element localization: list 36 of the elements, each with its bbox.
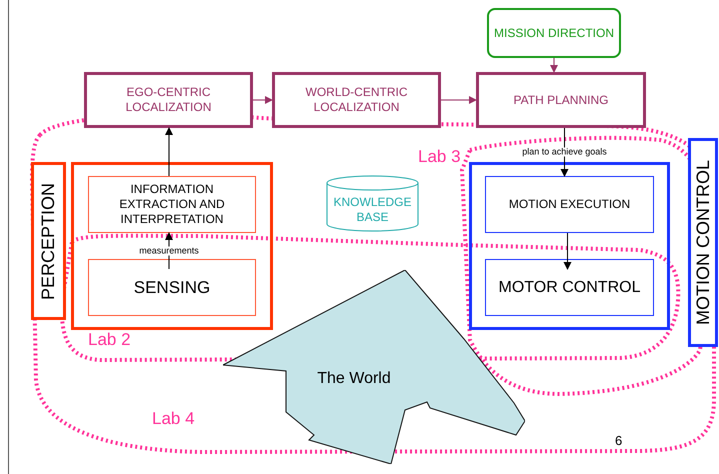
box-label: EGO-CENTRIC LOCALIZATION [124, 85, 212, 115]
edge-label: plan to achieve goals [521, 148, 608, 156]
process-box [84, 72, 253, 128]
process-box [485, 259, 654, 316]
process-box [485, 176, 654, 233]
lab-label: Lab 3 [418, 148, 461, 165]
box-label: The World [316, 369, 392, 389]
process-box [487, 8, 621, 58]
group-box [469, 162, 670, 330]
arrow [550, 58, 558, 73]
box-label: PERCEPTION [37, 182, 59, 300]
arrow [564, 232, 572, 270]
box-label: MISSION DIRECTION [492, 26, 615, 40]
vertical-label-box [688, 138, 718, 347]
edge-label: measurements [138, 246, 200, 256]
process-box [88, 259, 256, 316]
box-label: MOTION CONTROL [692, 160, 714, 325]
group-box [71, 162, 273, 330]
process-box [476, 72, 646, 128]
arrow [165, 127, 173, 176]
box-label: MOTION EXECUTION [508, 197, 632, 212]
vertical-label-box [31, 162, 66, 320]
box-label: KNOWLEDGE BASE [332, 194, 412, 224]
box-label: WORLD-CENTRIC LOCALIZATION [304, 85, 408, 115]
box-label: INFORMATION EXTRACTION AND INTERPRETATION [118, 182, 226, 227]
process-box [88, 176, 256, 233]
box-label: PATH PLANNING [512, 92, 610, 108]
database-cylinder [326, 175, 419, 232]
arrow [252, 96, 273, 104]
lab-label: Lab 4 [152, 410, 195, 427]
lab-label: Lab 2 [88, 331, 131, 348]
box-label: SENSING [132, 276, 212, 298]
box-label: MOTOR CONTROL [498, 278, 642, 298]
page-number: 6 [615, 434, 622, 447]
process-box [272, 72, 441, 128]
arrow [440, 96, 477, 104]
